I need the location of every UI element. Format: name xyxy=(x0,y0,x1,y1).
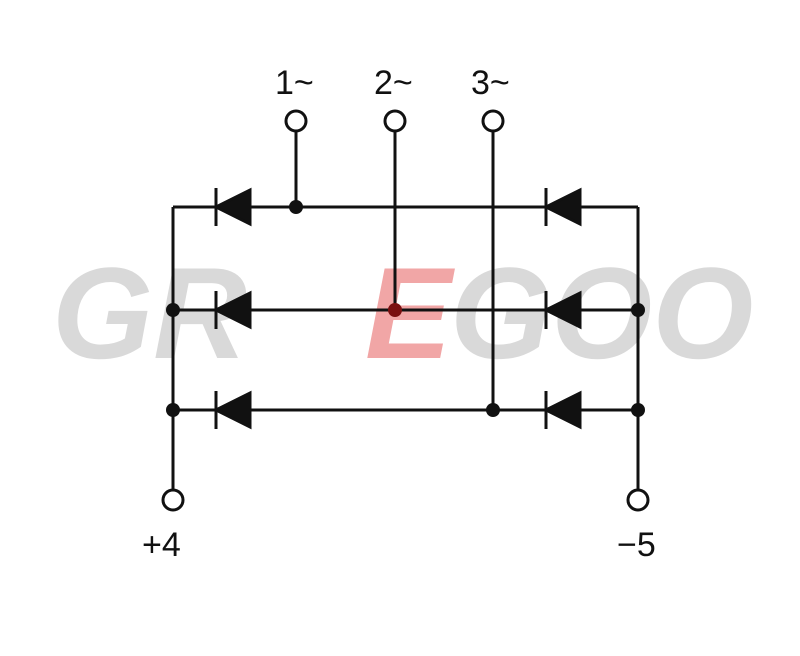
junction-t2-middle xyxy=(388,303,402,317)
diode-middle-right xyxy=(542,290,582,330)
diode-top-right xyxy=(542,187,582,227)
terminal-2-label: 2~ xyxy=(374,64,413,102)
terminal-labels: 1~ 2~ 3~ +4 −5 xyxy=(142,64,656,564)
junction-t3-bottom xyxy=(486,403,500,417)
junction-right-middle xyxy=(631,303,645,317)
watermark-right: GOO xyxy=(450,240,753,386)
terminal-3-circle xyxy=(481,109,505,133)
terminal-5-label: −5 xyxy=(617,526,656,564)
diodes xyxy=(212,187,582,430)
terminal-1-label: 1~ xyxy=(275,64,314,102)
junction-t1-top xyxy=(289,200,303,214)
terminal-4-label: +4 xyxy=(142,526,181,564)
watermark: GR E GOO xyxy=(52,240,753,386)
terminal-2-circle xyxy=(383,109,407,133)
watermark-left: GR xyxy=(52,240,247,386)
watermark-middle: E xyxy=(365,240,455,386)
terminal-3-label: 3~ xyxy=(471,64,510,102)
junction-left-bottom xyxy=(166,403,180,417)
junction-right-bottom xyxy=(631,403,645,417)
terminal-5-circle xyxy=(626,488,650,512)
diode-bottom-left xyxy=(212,390,252,430)
diode-top-left xyxy=(212,187,252,227)
terminal-1-circle xyxy=(284,109,308,133)
terminals xyxy=(161,109,650,512)
junctions xyxy=(166,200,645,417)
diode-middle-left xyxy=(212,290,252,330)
terminal-4-circle xyxy=(161,488,185,512)
junction-left-middle xyxy=(166,303,180,317)
diode-bottom-right xyxy=(542,390,582,430)
